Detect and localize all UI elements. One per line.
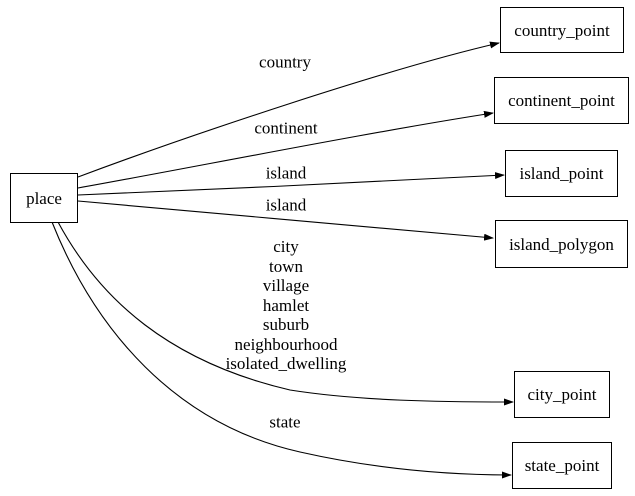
edge-place-city-point: [57, 221, 514, 406]
edge-label-country: country: [259, 52, 311, 72]
node-island-polygon: island_polygon: [495, 220, 628, 268]
edge-label-city-group: city town village hamlet suburb neighbou…: [226, 237, 347, 374]
edge-label-city: city: [273, 237, 299, 256]
edge-label-village: village: [262, 276, 310, 295]
edge-place-state-point: [51, 221, 512, 479]
node-island-point: island_point: [505, 150, 618, 197]
edge-label-suburb: suburb: [262, 315, 310, 334]
edge-label-continent: continent: [254, 118, 318, 138]
edge-place-country-point: [77, 41, 500, 178]
edge-place-island-polygon: [77, 200, 494, 241]
node-continent-point: continent_point: [494, 77, 629, 124]
node-country-point: country_point: [500, 7, 624, 53]
edge-label-town: town: [269, 256, 303, 276]
edge-label-island-polygon: island: [265, 195, 307, 215]
node-city-point: city_point: [514, 371, 610, 418]
edge-label-island-point: island: [265, 163, 307, 183]
edge-place-island-point: [77, 172, 505, 196]
edge-label-neighbourhood: neighbourhood: [234, 334, 338, 354]
node-state-point: state_point: [512, 442, 612, 489]
node-place: place: [10, 173, 78, 223]
edge-label-isolated-dwelling: isolated_dwelling: [225, 354, 347, 373]
edge-label-hamlet: hamlet: [262, 295, 310, 315]
edge-place-continent-point: [77, 110, 494, 189]
edge-label-state: state: [269, 412, 301, 432]
